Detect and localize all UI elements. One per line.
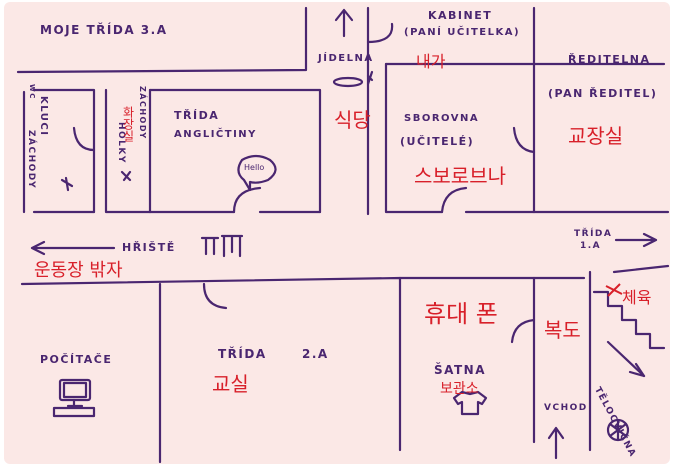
floor-plan-lines — [16, 6, 670, 464]
sborovna-label-2: (UČITELÉ) — [400, 135, 475, 148]
holky-korean-label: 화장실 — [121, 106, 135, 142]
hriste-label: HŘIŠTĚ — [122, 241, 176, 254]
reditelna-korean-label: 교장실 — [568, 124, 624, 148]
pocitace-label: POČÍTAČE — [40, 353, 113, 366]
wc-label: WC — [28, 84, 36, 100]
holky-label: HOLKY — [116, 122, 126, 164]
kabinet-label-1: KABINET — [428, 9, 493, 22]
jidelna-label: JÍDELNA — [318, 53, 374, 64]
hello-bubble-text: Hello — [244, 163, 265, 172]
zachody-right-label: ZÁCHODY — [138, 86, 147, 140]
trida-1a-label-2: 1.A — [580, 241, 602, 251]
trida-1a-label-1: TŘÍDA — [574, 229, 613, 239]
kabinet-label-2: (PANÍ UČITELKA) — [404, 27, 521, 38]
english-class-label-2: ANGLIČTINY — [174, 129, 257, 140]
english-class-label-1: TŘÍDA — [174, 109, 220, 122]
reditelna-label-2: (PAN ŘEDITEL) — [548, 87, 658, 100]
hriste-korean-label: 운동장 밖자 — [34, 260, 123, 281]
satna-korean-bottom-label: 보관소 — [440, 381, 479, 397]
jidelna-korean-label: 식당 — [334, 108, 371, 132]
kabinet-korean-label: 내가 — [416, 52, 446, 71]
vchod-label: VCHOD — [544, 403, 588, 413]
telocvicna-korean-label: 체육 — [622, 288, 652, 307]
satna-label: ŠATNA — [434, 363, 487, 377]
trida-2a-label-2: 2.A — [302, 347, 329, 361]
satna-korean-top-label: 휴대 폰 — [424, 300, 498, 328]
map-title: MOJE TŘÍDA 3.A — [40, 23, 168, 37]
vchod-korean-label: 복도 — [544, 318, 581, 342]
trida-2a-korean-label: 교실 — [212, 372, 249, 396]
kluci-label: KLUCI — [38, 96, 49, 137]
reditelna-label-1: ŘEDITELNA — [568, 53, 651, 66]
zachody-left-label: ZÁCHODY — [26, 130, 36, 190]
school-map-card: MOJE TŘÍDA 3.A WC KLUCI ZÁCHODY ZÁCHODY … — [4, 2, 670, 464]
sborovna-label-1: SBOROVNA — [404, 113, 480, 124]
trida-2a-label-1: TŘÍDA — [218, 347, 267, 361]
sborovna-korean-label: 스보로브나 — [414, 164, 506, 188]
